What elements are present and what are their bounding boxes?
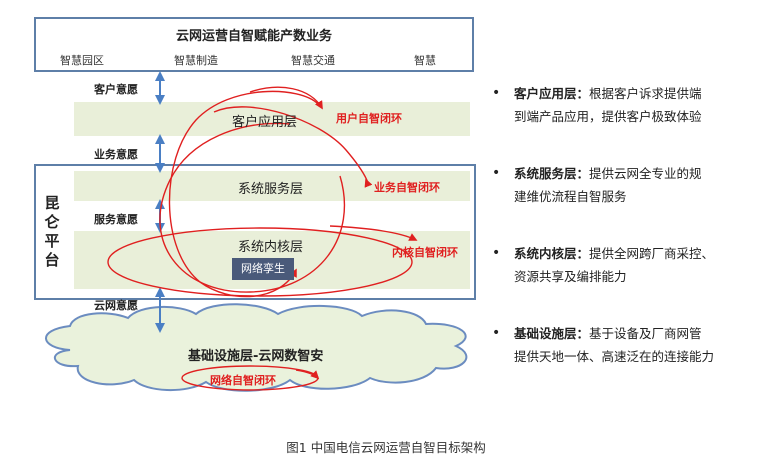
service-layer-band bbox=[74, 171, 470, 201]
bullet-infra-text1: 基于设备及厂商网管 bbox=[589, 326, 702, 341]
network-twin-box: 网络孪生 bbox=[232, 258, 294, 280]
platform-char-1: 昆 bbox=[44, 194, 60, 212]
bullet-dot: • bbox=[492, 325, 501, 341]
kunlun-platform-frame bbox=[34, 164, 476, 300]
layer-label-kernel: 系统内核层 bbox=[238, 240, 304, 255]
platform-title: 昆 仑 平 台 bbox=[42, 194, 62, 270]
platform-char-3: 平 bbox=[44, 232, 60, 250]
layer-label-app: 客户应用层 bbox=[232, 115, 298, 130]
top-item-wisdom: 智慧 bbox=[414, 54, 436, 67]
loop-label-user: 用户自智闭环 bbox=[336, 112, 402, 125]
top-item-park: 智慧园区 bbox=[60, 54, 104, 67]
top-box-title: 云网运营自智赋能产数业务 bbox=[175, 29, 332, 44]
intent-business: 业务意愿 bbox=[94, 148, 138, 161]
bullet-service-head: 系统服务层： bbox=[514, 166, 590, 181]
intent-cloudnet: 云网意愿 bbox=[94, 299, 138, 312]
bullet-service-line2: 建维优流程自智服务 bbox=[514, 189, 627, 204]
bullet-kernel-line1: 系统内核层：提供全网跨厂商采控、 bbox=[514, 242, 760, 265]
bullet-infra-line1: 基础设施层：基于设备及厂商网管 bbox=[514, 322, 760, 345]
bullet-service-line1: 系统服务层：提供云网全专业的规 bbox=[514, 162, 760, 185]
loop-network-head bbox=[295, 369, 320, 380]
platform-char-2: 仑 bbox=[44, 213, 60, 231]
loop-user-head bbox=[249, 86, 323, 110]
loop-kernel bbox=[107, 227, 413, 297]
bullet-kernel-head: 系统内核层： bbox=[514, 246, 590, 261]
bullet-dot: • bbox=[492, 165, 501, 181]
loop-kernel-head bbox=[329, 225, 418, 241]
loop-label-business: 业务自智闭环 bbox=[374, 181, 440, 194]
loop-label-kernel: 内核自智闭环 bbox=[392, 246, 458, 259]
bullet-dot: • bbox=[492, 85, 501, 101]
layer-label-service: 系统服务层 bbox=[238, 182, 304, 197]
top-item-manufacturing: 智慧制造 bbox=[174, 54, 218, 67]
bullet-dot: • bbox=[492, 245, 501, 261]
bullet-app-head: 客户应用层： bbox=[514, 86, 590, 101]
bullet-service-layer: • 系统服务层：提供云网全专业的规 建维优流程自智服务 bbox=[492, 162, 760, 208]
bullet-infra-layer: • 基础设施层：基于设备及厂商网管 提供天地一体、高速泛在的连接能力 bbox=[492, 322, 760, 368]
bullet-app-line1: 客户应用层：根据客户诉求提供端 bbox=[514, 82, 760, 105]
bullet-infra-head: 基础设施层： bbox=[514, 326, 590, 341]
bullet-app-line2: 到端产品应用，提供客户极致体验 bbox=[514, 109, 702, 124]
top-business-box: 云网运营自智赋能产数业务 智慧园区 智慧制造 智慧交通 智慧 bbox=[34, 17, 474, 72]
loop-label-network: 网络自智闭环 bbox=[210, 374, 276, 387]
intent-customer: 客户意愿 bbox=[94, 83, 138, 96]
platform-char-4: 台 bbox=[44, 251, 60, 269]
bullet-app-text1: 根据客户诉求提供端 bbox=[589, 86, 702, 101]
bullet-infra-line2: 提供天地一体、高速泛在的连接能力 bbox=[514, 349, 715, 364]
top-item-traffic: 智慧交通 bbox=[291, 54, 335, 67]
bullet-app-layer: • 客户应用层：根据客户诉求提供端 到端产品应用，提供客户极致体验 bbox=[492, 82, 760, 128]
bullet-service-text1: 提供云网全专业的规 bbox=[589, 166, 702, 181]
layer-label-infra: 基础设施层-云网数智安 bbox=[188, 349, 324, 364]
bullet-kernel-text1: 提供全网跨厂商采控、 bbox=[589, 246, 715, 261]
loop-business bbox=[213, 106, 373, 188]
figure-caption: 图1 中国电信云网运营自智目标架构 bbox=[286, 440, 486, 455]
intent-service: 服务意愿 bbox=[94, 213, 138, 226]
loop-business-wide bbox=[159, 122, 345, 293]
infrastructure-cloud bbox=[45, 303, 468, 392]
bullet-kernel-line2: 资源共享及编排能力 bbox=[514, 269, 627, 284]
app-layer-band bbox=[74, 102, 470, 136]
bullet-kernel-layer: • 系统内核层：提供全网跨厂商采控、 资源共享及编排能力 bbox=[492, 242, 760, 288]
